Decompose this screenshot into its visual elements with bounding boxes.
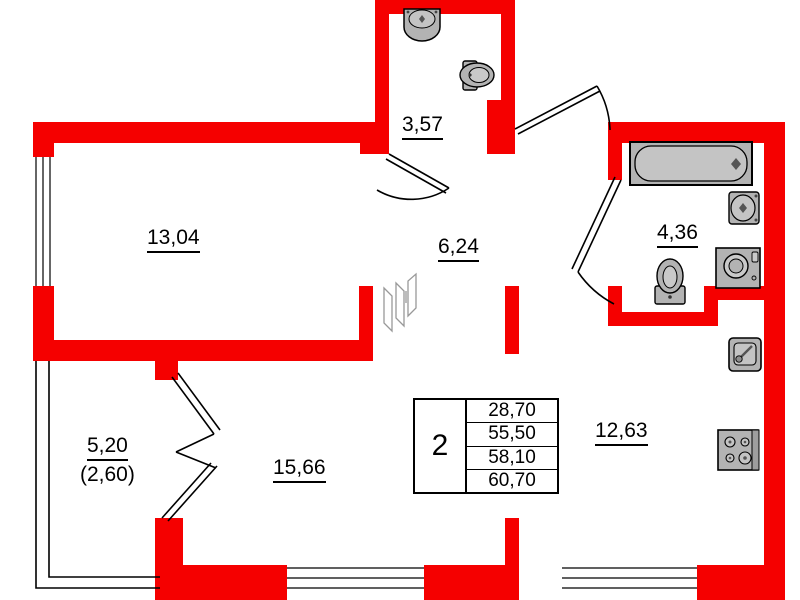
- wall-right-outer: [764, 122, 785, 577]
- wall-living-bottom-c: [273, 340, 373, 361]
- door-balcony-lower-leaf3: [167, 465, 218, 522]
- room-label-kitchen: 12,63: [595, 419, 648, 446]
- spec-row-usable-area: 55,50: [467, 423, 557, 447]
- wall-bath-bottom: [608, 312, 718, 326]
- bathroom-bathtub-icon: [629, 141, 753, 186]
- door-balcony-lower: [161, 451, 218, 522]
- wall-wc-door-jamb: [375, 146, 389, 154]
- windows: [33, 157, 697, 600]
- room-area-bedroom: 15,66: [273, 456, 326, 483]
- door-balcony-lower-leaf2: [161, 462, 212, 519]
- room-area-wc: 3,57: [402, 113, 443, 140]
- wall-bath-top: [608, 122, 784, 143]
- door-bathroom: [571, 176, 622, 305]
- window-bottom-left: [287, 565, 424, 600]
- door-balcony-upper-tip: [175, 433, 215, 453]
- wall-left-corner-top: [33, 122, 54, 157]
- wall-living-bottom: [33, 340, 178, 361]
- spec-values: 28,70 55,50 58,10 60,70: [467, 400, 557, 492]
- door-wc: [376, 153, 450, 201]
- partition-panel-3: [407, 272, 417, 318]
- spec-rooms-count: 2: [415, 400, 467, 492]
- room-label-balcony: 5,20 (2,60): [80, 434, 135, 487]
- wall-bath-left-upper: [608, 122, 622, 180]
- door-bathroom-leaf2: [571, 176, 616, 270]
- door-wc-leaf2: [385, 158, 447, 194]
- spec-row-area-with-balcony: 60,70: [488, 469, 536, 491]
- room-area-bathroom: 4,36: [657, 221, 698, 248]
- door-wc-arc: [376, 187, 450, 201]
- wall-wc-left: [375, 0, 389, 146]
- room-label-living-room: 13,04: [147, 226, 200, 253]
- bathroom-washing-machine-icon: [715, 247, 761, 289]
- room-label-bathroom: 4,36: [657, 221, 698, 248]
- room-label-wc: 3,57: [402, 113, 443, 140]
- room-area-living-room: 13,04: [147, 226, 200, 253]
- wall-living-bottom-b: [178, 340, 273, 361]
- door-balcony-upper-leaf: [171, 376, 215, 435]
- fixtures: [403, 8, 762, 471]
- balcony-edge-inner: [48, 361, 160, 578]
- door-bathroom-arc: [577, 271, 615, 305]
- kitchen-stove-icon: [717, 429, 760, 471]
- door-entrance: [514, 85, 611, 135]
- wall-wc-right: [501, 0, 515, 100]
- door-bathroom-leaf: [577, 179, 622, 273]
- room-area-hallway: 6,24: [438, 235, 479, 262]
- wall-wc-bottom-right: [501, 122, 515, 154]
- wall-bottom-a: [155, 565, 287, 600]
- room-area-kitchen: 12,63: [595, 419, 648, 446]
- room-label-hallway: 6,24: [438, 235, 479, 262]
- door-entrance-leaf2: [517, 90, 601, 135]
- wall-living-right: [359, 286, 373, 361]
- window-bottom-right: [562, 565, 697, 600]
- wc-toilet-icon: [459, 60, 495, 91]
- walls: [33, 0, 785, 600]
- spec-row-total-area: 58,10: [467, 447, 557, 470]
- room-area-balcony: 5,20: [86, 434, 128, 461]
- partition-sliding-icon: [383, 272, 417, 333]
- wall-bath-inner-shelf: [704, 286, 776, 300]
- door-balcony-upper: [171, 372, 221, 453]
- partition-panel-2: [395, 281, 405, 328]
- door-entrance-arc: [596, 85, 611, 131]
- apartment-spec-table: 2 28,70 55,50 58,10 60,70: [413, 398, 559, 494]
- wall-bedroom-kitchen: [505, 518, 519, 580]
- balcony-edge-outer: [35, 361, 160, 589]
- door-balcony-upper-leaf2: [177, 372, 221, 431]
- window-left-upper: [33, 157, 54, 286]
- balcony-outline: [35, 361, 160, 589]
- spec-row-living-area: 28,70: [467, 400, 557, 424]
- door-balcony-lower-leaf: [175, 451, 217, 469]
- bathroom-toilet-icon: [654, 258, 686, 305]
- wc-wash-basin-icon: [403, 8, 441, 42]
- kitchen-sink-icon: [728, 337, 762, 372]
- wall-top-left: [33, 122, 375, 143]
- wall-bottom-b: [424, 565, 519, 600]
- partition-panel-1: [383, 286, 393, 333]
- bathroom-wash-basin-icon: [728, 191, 760, 225]
- wall-hall-partition: [505, 286, 519, 354]
- room-area-balcony-coefficient: (2,60): [80, 463, 135, 486]
- room-label-bedroom: 15,66: [273, 456, 326, 483]
- wall-wc-top: [375, 0, 515, 14]
- wall-living-jamb: [155, 340, 178, 380]
- doors: [161, 85, 622, 522]
- door-entrance-leaf: [514, 85, 598, 130]
- door-wc-leaf: [388, 153, 450, 189]
